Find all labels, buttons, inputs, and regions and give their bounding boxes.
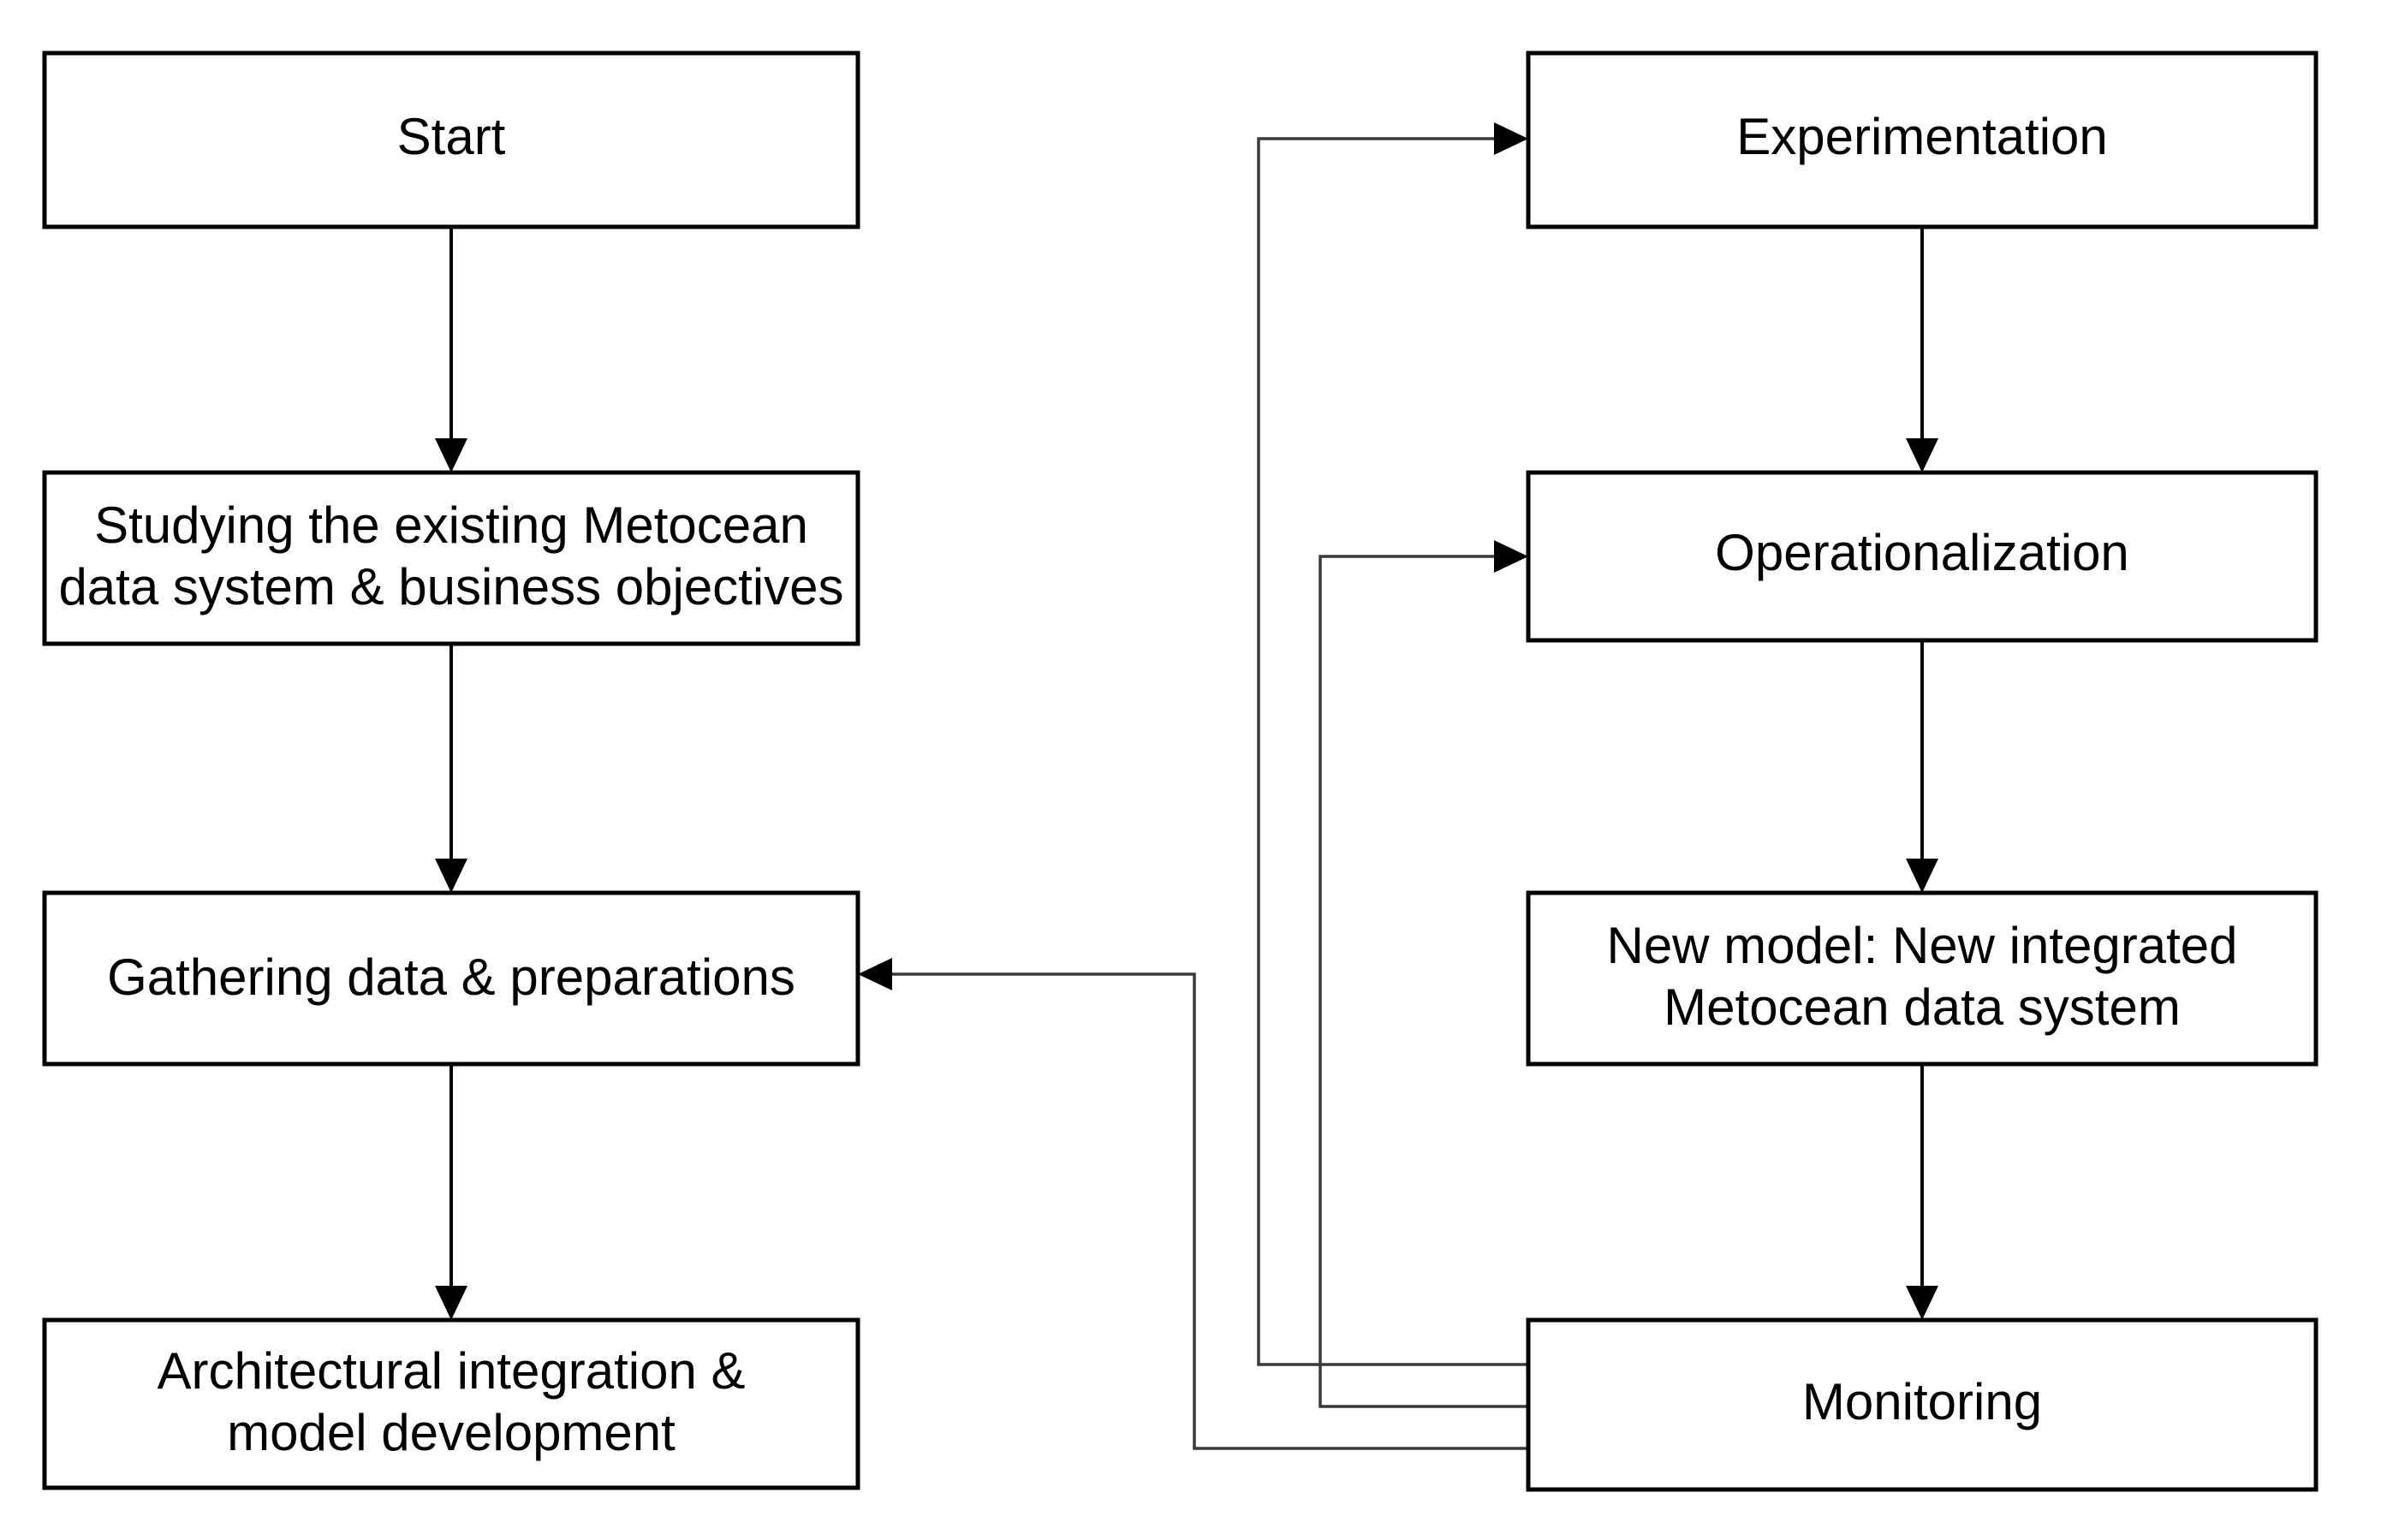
node-gathering-data[interactable]: Gathering data & preparations <box>42 890 860 1067</box>
node-operationalization-label: Operationalization <box>1715 524 2129 581</box>
edge-gathering-to-architectural <box>435 1064 467 1320</box>
node-architectural-integration-label-line1: Architectural integration & <box>157 1342 745 1400</box>
node-monitoring[interactable]: Monitoring <box>1526 1317 2319 1492</box>
node-studying-existing-system[interactable]: Studying the existing Metocean data syst… <box>42 470 860 646</box>
node-operationalization[interactable]: Operationalization <box>1526 470 2319 643</box>
node-architectural-integration-label-line2: model development <box>227 1404 676 1461</box>
node-start-label: Start <box>397 108 506 165</box>
edge-studying-to-gathering <box>435 644 467 893</box>
node-studying-existing-system-label-line2: data system & business objectives <box>58 558 843 615</box>
node-new-model-label-line1: New model: New integrated <box>1606 917 2237 974</box>
node-start[interactable]: Start <box>42 51 860 229</box>
edge-experimentation-to-operationalization <box>1906 227 1938 473</box>
node-architectural-integration[interactable]: Architectural integration & model develo… <box>42 1317 860 1490</box>
edge-operationalization-to-new-model <box>1906 640 1938 893</box>
node-new-model[interactable]: New model: New integrated Metocean data … <box>1526 890 2319 1067</box>
node-monitoring-label: Monitoring <box>1802 1373 2042 1430</box>
edge-start-to-studying <box>435 227 467 473</box>
edge-monitoring-to-experimentation-feedback <box>1257 122 1528 1366</box>
node-experimentation[interactable]: Experimentation <box>1526 51 2319 229</box>
node-gathering-data-label: Gathering data & preparations <box>107 948 795 1006</box>
node-studying-existing-system-label-line1: Studying the existing Metocean <box>94 496 808 554</box>
edge-monitoring-to-operationalization-feedback <box>1319 540 1528 1408</box>
node-new-model-label-line2: Metocean data system <box>1664 978 2181 1036</box>
node-experimentation-label: Experimentation <box>1736 108 2108 165</box>
edge-monitoring-to-gathering-feedback <box>858 958 1528 1450</box>
edge-new-model-to-monitoring <box>1906 1064 1938 1320</box>
